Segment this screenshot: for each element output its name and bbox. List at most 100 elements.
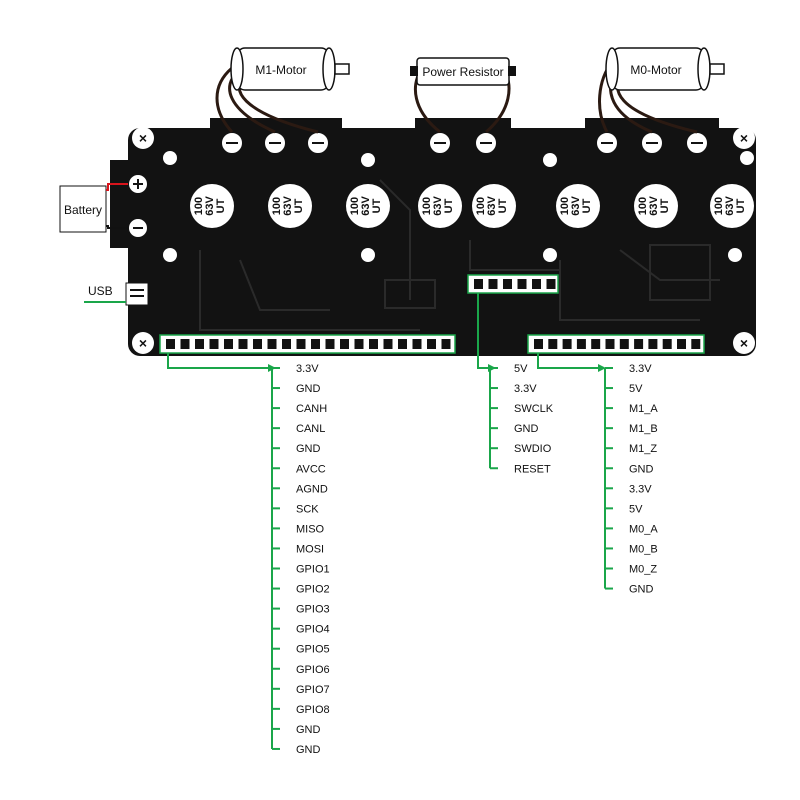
capacitor-rating-text: 100 [475, 197, 487, 215]
board-dots [163, 151, 754, 262]
m0-motor: M0-Motor [605, 47, 725, 91]
header-pin [340, 339, 349, 349]
header-pin [532, 279, 541, 289]
right-header [527, 334, 705, 354]
left-pin-label: GND [296, 443, 321, 455]
header-pin [325, 339, 335, 349]
capacitor-rating-text: UT [443, 198, 455, 213]
capacitor-rating-text: 100 [421, 197, 433, 215]
capacitor: 10063VUT [634, 184, 678, 228]
header-pin [267, 339, 277, 349]
header-pin [209, 339, 219, 349]
capacitor-rating-text: 63V [282, 196, 294, 216]
right-pin-label: M1_B [629, 423, 658, 435]
capacitor: 10063VUT [268, 184, 312, 228]
svg-text:10063VUT: 10063VUT [193, 196, 227, 216]
capacitor-rating-text: 100 [349, 197, 361, 215]
left-pin-label: GPIO1 [296, 564, 330, 576]
mount-hole-bottom-right: × [733, 332, 755, 354]
capacitor-rating-text: UT [293, 198, 305, 213]
header-pin [691, 339, 701, 349]
capacitor-rating-text: 100 [637, 197, 649, 215]
mount-hole-top-right: × [733, 127, 755, 149]
svg-text:10063VUT: 10063VUT [475, 196, 509, 216]
left-pin-label: SCK [296, 503, 319, 515]
left-pin-label: GPIO3 [296, 604, 330, 616]
header-pin [166, 339, 175, 349]
capacitor-rating-text: UT [581, 198, 593, 213]
header-pin [605, 339, 615, 349]
battery-label: Battery [64, 203, 102, 217]
header-pin [619, 339, 629, 349]
header-pin [591, 339, 601, 349]
left-pin-label: GPIO4 [296, 624, 330, 636]
header-pin [282, 339, 291, 349]
svg-text:10063VUT: 10063VUT [637, 196, 671, 216]
svg-text:10063VUT: 10063VUT [559, 196, 593, 216]
header-pin [562, 339, 572, 349]
header-pin [253, 339, 262, 349]
header-pin [634, 339, 644, 349]
capacitor: 10063VUT [472, 184, 516, 228]
left-pin-label: CANL [296, 423, 325, 435]
m1-motor-label: M1-Motor [255, 63, 306, 77]
header-pin [224, 339, 233, 349]
usb-port: USB [84, 282, 149, 306]
left-pin-label: CANH [296, 403, 327, 415]
left-pin-label: GPIO8 [296, 704, 330, 716]
left-header-pin-list: 3.3VGNDCANHCANLGNDAVCCAGNDSCKMISOMOSIGPI… [271, 363, 330, 756]
middle-pin-label: SWDIO [514, 443, 552, 455]
right-pin-label: 3.3V [629, 483, 652, 495]
left-pin-label: MISO [296, 523, 325, 535]
capacitor-rating-text: UT [371, 198, 383, 213]
controller-board [110, 128, 756, 356]
header-pin [427, 339, 436, 349]
left-pin-label: GPIO6 [296, 664, 330, 676]
header-leader-lines [167, 293, 598, 369]
capacitor-rating-text: UT [215, 198, 227, 213]
header-pin [195, 339, 204, 349]
svg-text:10063VUT: 10063VUT [349, 196, 383, 216]
capacitor: 10063VUT [710, 184, 754, 228]
capacitor-rating-text: 63V [204, 196, 216, 216]
svg-text:10063VUT: 10063VUT [713, 196, 747, 216]
header-pin [548, 339, 558, 349]
capacitor-rating-text: 63V [648, 196, 660, 216]
left-pin-label: AVCC [296, 463, 326, 475]
header-pin [398, 339, 407, 349]
capacitor-rating-text: 63V [724, 196, 736, 216]
svg-text:×: × [740, 130, 748, 146]
capacitor: 10063VUT [418, 184, 462, 228]
right-pin-label: 5V [629, 503, 643, 515]
capacitor: 10063VUT [190, 184, 234, 228]
header-pin [412, 339, 422, 349]
svg-text:×: × [740, 335, 748, 351]
capacitor: 10063VUT [556, 184, 600, 228]
capacitor-rating-text: UT [659, 198, 671, 213]
m1-motor: M1-Motor [230, 47, 350, 91]
right-header-pin-list: 3.3V5VM1_AM1_BM1_ZGND3.3V5VM0_AM0_BM0_ZG… [604, 363, 658, 596]
header-pin [296, 339, 306, 349]
capacitor-rating-text: 100 [713, 197, 725, 215]
middle-pin-label: RESET [514, 463, 551, 475]
right-pin-label: GND [629, 463, 654, 475]
capacitor-rating-text: UT [735, 198, 747, 213]
capacitor-rating-text: 63V [432, 196, 444, 216]
m0-motor-label: M0-Motor [630, 63, 681, 77]
header-pin [180, 339, 190, 349]
left-pin-label: GND [296, 724, 321, 736]
right-pin-label: M0_B [629, 543, 658, 555]
left-pin-label: GPIO5 [296, 644, 330, 656]
middle-pin-label: 5V [514, 363, 528, 375]
capacitor-rating-text: 100 [559, 197, 571, 215]
right-pin-label: M1_A [629, 403, 658, 415]
swd-header [467, 274, 559, 294]
header-pin [383, 339, 393, 349]
svg-text:10063VUT: 10063VUT [421, 196, 455, 216]
capacitor-rating-text: 63V [486, 196, 498, 216]
left-pin-label: 3.3V [296, 363, 319, 375]
header-pin [576, 339, 586, 349]
left-pin-label: GND [296, 744, 321, 756]
